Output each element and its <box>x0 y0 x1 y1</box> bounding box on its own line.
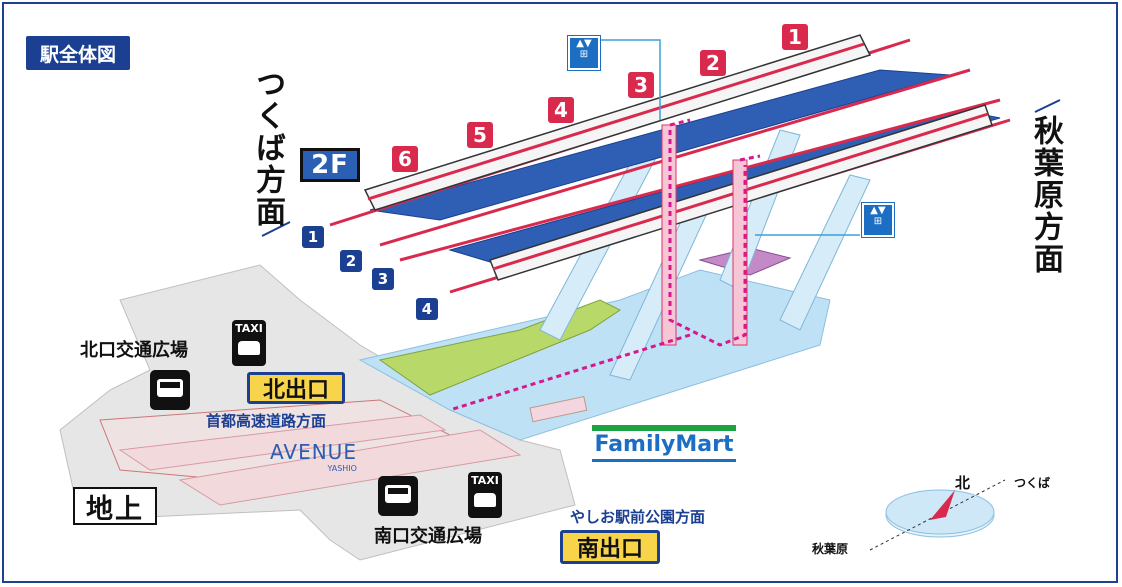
page-title: 駅全体図 <box>26 36 130 70</box>
track-2: 2 <box>340 250 362 272</box>
expressway-direction: 首都高速道路方面 <box>206 412 327 430</box>
taxi-icon: TAXI <box>468 472 502 518</box>
floor-2f-badge: 2F <box>300 148 360 182</box>
north-plaza-label: 北口交通広場 <box>80 340 188 361</box>
familymart-text: FamilyMart <box>594 432 734 457</box>
walking-route <box>449 118 761 412</box>
bus-icon <box>150 370 190 410</box>
compass-tsukuba: つくば <box>1014 476 1051 490</box>
direction-akihabara: 秋葉原方面 <box>1028 115 1063 275</box>
compass <box>869 479 1006 551</box>
platform-5: 5 <box>467 122 493 148</box>
track-4: 4 <box>416 298 438 320</box>
direction-tsukuba: つくば方面 <box>250 68 285 228</box>
ground-plaza <box>59 264 576 561</box>
north-exit-sign: 北出口 <box>247 372 345 404</box>
elevator-icon: ▲▼⊞ <box>567 35 601 71</box>
bus-icon <box>378 476 418 516</box>
platform-2: 2 <box>700 50 726 76</box>
platform-6: 6 <box>392 146 418 172</box>
compass-north: 北 <box>955 474 971 492</box>
direction-arrows <box>261 99 1061 237</box>
south-exit-sign: 南出口 <box>560 530 660 564</box>
floor-ground-badge: 地上 <box>73 487 157 525</box>
track-1: 1 <box>302 226 324 248</box>
familymart-logo: FamilyMart <box>592 425 736 462</box>
platform-4: 4 <box>548 97 574 123</box>
platform-3: 3 <box>628 72 654 98</box>
taxi-icon: TAXI <box>232 320 266 366</box>
south-plaza-label: 南口交通広場 <box>374 526 482 547</box>
compass-akihabara: 秋葉原 <box>812 542 849 556</box>
elevator-icon: ▲▼⊞ <box>861 202 895 238</box>
platform-1: 1 <box>782 24 808 50</box>
track-3: 3 <box>372 268 394 290</box>
park-direction: やしお駅前公園方面 <box>570 508 706 526</box>
